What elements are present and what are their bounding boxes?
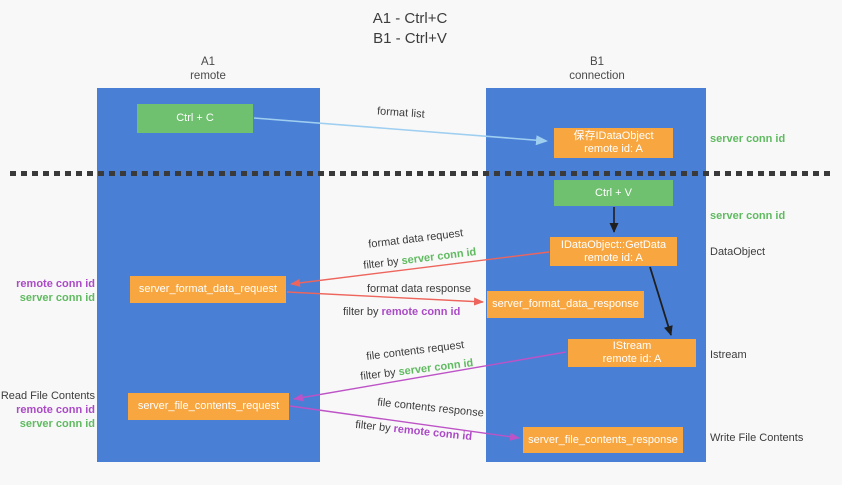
- label-remote-conn-id-left-2: remote conn id: [16, 404, 95, 416]
- node-server-file-contents-request: server_file_contents_request: [128, 393, 289, 420]
- node-server-file-contents-response-label: server_file_contents_response: [528, 433, 678, 446]
- node-ctrl-c-label: Ctrl + C: [176, 112, 214, 124]
- session-divider-dotted-line: [10, 171, 832, 176]
- label-group-file-request-ids: Read File Contents remote conn id server…: [1, 389, 95, 431]
- diagram-title: A1 - Ctrl+C B1 - Ctrl+V: [300, 9, 520, 49]
- label-format-data-response: format data response: [367, 283, 471, 295]
- node-ctrl-v: Ctrl + V: [554, 180, 673, 206]
- filter-by-text: filter by: [343, 306, 379, 318]
- node-idataobject-getdata: IDataObject::GetData remote id: A: [550, 237, 677, 266]
- label-remote-conn-id-left-1: remote conn id: [16, 278, 95, 290]
- label-write-file-contents: Write File Contents: [710, 432, 804, 444]
- label-server-conn-id-right-top: server conn id: [710, 133, 786, 145]
- node-server-format-data-request: server_format_data_request: [130, 276, 286, 303]
- node-ctrl-c: Ctrl + C: [137, 104, 253, 133]
- arrow-format-list: [253, 117, 548, 146]
- node-istream-line1: IStream: [612, 340, 652, 352]
- node-idataobject-getdata-line2: remote id: A: [584, 251, 643, 264]
- node-server-format-data-request-label: server_format_data_request: [138, 283, 278, 295]
- diagram-title-line2: B1 - Ctrl+V: [373, 30, 447, 47]
- label-dataobject: DataObject: [710, 246, 766, 258]
- diagram-title-line1: A1 - Ctrl+C: [372, 10, 448, 27]
- column-b1-name: B1: [589, 56, 605, 68]
- node-ctrl-v-label: Ctrl + V: [595, 186, 632, 199]
- arrow-format-data-response: [286, 291, 484, 306]
- column-b1-role: connection: [569, 69, 625, 82]
- column-a1-role: remote: [190, 69, 226, 82]
- node-idataobject-getdata-line1: IDataObject::GetData: [560, 238, 667, 251]
- label-server-conn-id-right-mid: server conn id: [710, 210, 786, 222]
- arrow-format-data-request: [290, 251, 550, 287]
- label-read-file-contents: Read File Contents: [0, 390, 95, 402]
- label-istream-right: Istream: [710, 349, 747, 361]
- node-server-format-data-response: server_format_data_response: [487, 291, 644, 318]
- arrow-file-contents-response: [289, 405, 520, 441]
- column-a1-name: A1: [200, 56, 216, 68]
- node-save-idataobject-line1: 保存IDataObject: [573, 130, 654, 142]
- column-a1-header: A1 remote: [148, 56, 268, 83]
- label-group-format-request-ids: remote conn id server conn id: [16, 277, 95, 305]
- node-server-format-data-response-label: server_format_data_response: [492, 298, 639, 310]
- node-istream: IStream remote id: A: [568, 339, 696, 367]
- label-server-conn-id-left-2: server conn id: [19, 418, 95, 430]
- node-save-idataobject: 保存IDataObject remote id: A: [554, 128, 673, 158]
- arrow-file-contents-request: [293, 351, 567, 402]
- column-b1-header: B1 connection: [537, 56, 657, 83]
- node-istream-line2: remote id: A: [602, 353, 662, 365]
- node-server-file-contents-response: server_file_contents_response: [523, 427, 683, 453]
- remote-conn-id-text: remote conn id: [381, 306, 461, 318]
- arrow-getdata-to-istream: [649, 266, 673, 336]
- label-server-conn-id-left-1: server conn id: [19, 292, 95, 304]
- node-save-idataobject-line2: remote id: A: [584, 143, 643, 155]
- node-server-file-contents-request-label: server_file_contents_request: [137, 400, 280, 412]
